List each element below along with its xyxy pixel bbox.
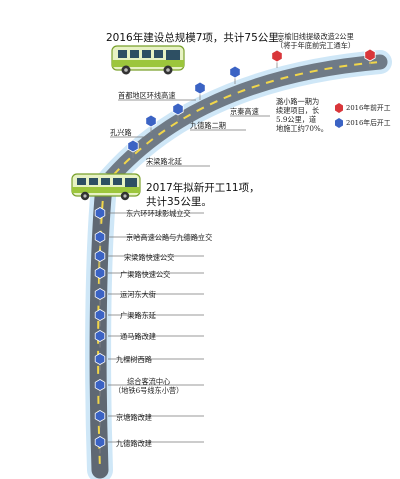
marker-2017-9 bbox=[94, 379, 106, 397]
marker-2017-2 bbox=[94, 231, 106, 249]
marker-2017-1 bbox=[94, 207, 106, 225]
summary-2017-line2: 共计35公里。 bbox=[146, 196, 212, 208]
marker-2017-5 bbox=[94, 288, 106, 306]
label-2017-4: 广渠路快速公交 bbox=[120, 270, 171, 279]
label-2017-9-line1: 综合客流中心 bbox=[127, 377, 171, 386]
marker-jiude-phase2 bbox=[172, 102, 184, 121]
callout-luxiao-line3: 5.9公里，道 bbox=[276, 115, 317, 124]
label-2017-6: 广渠路东延 bbox=[120, 311, 156, 320]
upper-road-centerline bbox=[103, 61, 381, 187]
marker-2017-10 bbox=[94, 410, 106, 428]
marker-2017-4 bbox=[94, 267, 106, 285]
legend-label-after: 2016年后开工 bbox=[346, 119, 391, 127]
marker-songliang-north bbox=[127, 139, 139, 158]
marker-shoudu-ring bbox=[194, 81, 206, 100]
callout-luxiao-line1: 潞小路一期为 bbox=[276, 97, 320, 106]
marker-2017-3 bbox=[94, 250, 106, 268]
summary-2017-line1: 2017年拟新开工11项， bbox=[146, 182, 260, 194]
marker-2017-7 bbox=[94, 330, 106, 348]
callout-jingyu-line1: 京榆旧线提级改造2公里 bbox=[277, 32, 354, 41]
label-songliang-north: 宋梁路北延 bbox=[146, 157, 182, 166]
marker-2017-11 bbox=[94, 436, 106, 454]
label-jiude-phase2: 九德路二期 bbox=[190, 121, 226, 130]
callout-jingyu-line2: （将于年底前完工通车） bbox=[276, 41, 356, 50]
marker-jingyu bbox=[364, 48, 376, 67]
bus-icon-2017 bbox=[71, 173, 141, 201]
callout-jingyu: 京榆旧线提级改造2公里 （将于年底前完工通车） bbox=[276, 32, 355, 50]
label-2017-11: 九德路改建 bbox=[116, 439, 152, 448]
legend-red-hexagon bbox=[335, 103, 343, 113]
label-2017-3: 宋梁路快速公交 bbox=[124, 253, 175, 262]
label-jingqin: 京秦高速 bbox=[230, 107, 259, 116]
legend-label-before: 2016年前开工 bbox=[346, 104, 391, 112]
label-2017-5: 运河东大街 bbox=[120, 290, 156, 299]
marker-jingqin bbox=[229, 65, 241, 84]
callout-luxiao-line2: 续建项目，长 bbox=[276, 106, 320, 115]
marker-kongxing bbox=[145, 114, 157, 133]
marker-2017-8 bbox=[94, 353, 106, 371]
label-2017-10: 京塘路改建 bbox=[116, 413, 152, 422]
label-2017-1: 东六环环球影城立交 bbox=[126, 209, 191, 218]
label-2017-2: 京哈高速公路与九德路立交 bbox=[126, 233, 213, 242]
summary-2016: 2016年建设总规模7项，共计75公里。 bbox=[106, 32, 290, 44]
label-2017-7: 通马路改建 bbox=[120, 332, 156, 341]
marker-2017-6 bbox=[94, 309, 106, 327]
label-kongxing: 孔兴路 bbox=[110, 128, 132, 137]
marker-luxiao bbox=[271, 49, 283, 68]
bus-icon-2016 bbox=[111, 45, 185, 75]
label-2017-8: 九棵树西路 bbox=[116, 355, 152, 364]
label-2017-9-line2: （地铁6号线东小营） bbox=[114, 386, 184, 395]
callout-luxiao-line4: 地施工约70%。 bbox=[276, 124, 328, 133]
callout-luxiao: 潞小路一期为 续建项目，长 5.9公里，道 地施工约70%。 bbox=[276, 97, 328, 133]
label-shoudu-ring: 首都地区环线高速 bbox=[118, 91, 176, 100]
legend-blue-hexagon bbox=[335, 118, 343, 128]
label-2017-9: 综合客流中心 （地铁6号线东小营） bbox=[114, 377, 183, 395]
